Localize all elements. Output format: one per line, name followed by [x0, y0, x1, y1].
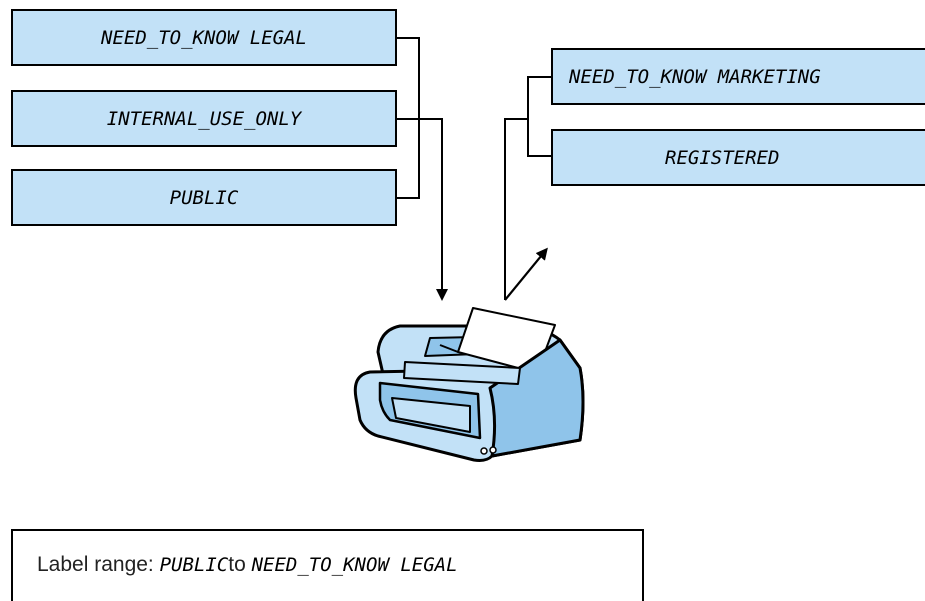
label-range-box: Label range: PUBLICto NEED_TO_KNOW LEGAL: [11, 529, 644, 601]
input-label-public: PUBLIC: [11, 169, 397, 226]
label-range-text: Label range: PUBLICto NEED_TO_KNOW LEGAL: [37, 553, 458, 577]
input-label-need-to-know-legal: NEED_TO_KNOW LEGAL: [11, 9, 397, 66]
output-label-registered: REGISTERED: [551, 129, 925, 186]
printer-icon: [353, 307, 585, 462]
output-label-need-to-know-marketing: NEED_TO_KNOW MARKETING: [551, 48, 925, 105]
output-bracket: [504, 76, 551, 300]
input-label-internal-use-only: INTERNAL_USE_ONLY: [11, 90, 397, 147]
range-low: PUBLIC: [159, 554, 229, 576]
range-middle: to: [228, 553, 252, 576]
output-arrow: [504, 247, 548, 301]
range-high: NEED_TO_KNOW LEGAL: [251, 554, 458, 576]
range-prefix: Label range:: [37, 553, 160, 576]
input-arrow: [419, 118, 448, 301]
input-bracket: [397, 37, 420, 199]
